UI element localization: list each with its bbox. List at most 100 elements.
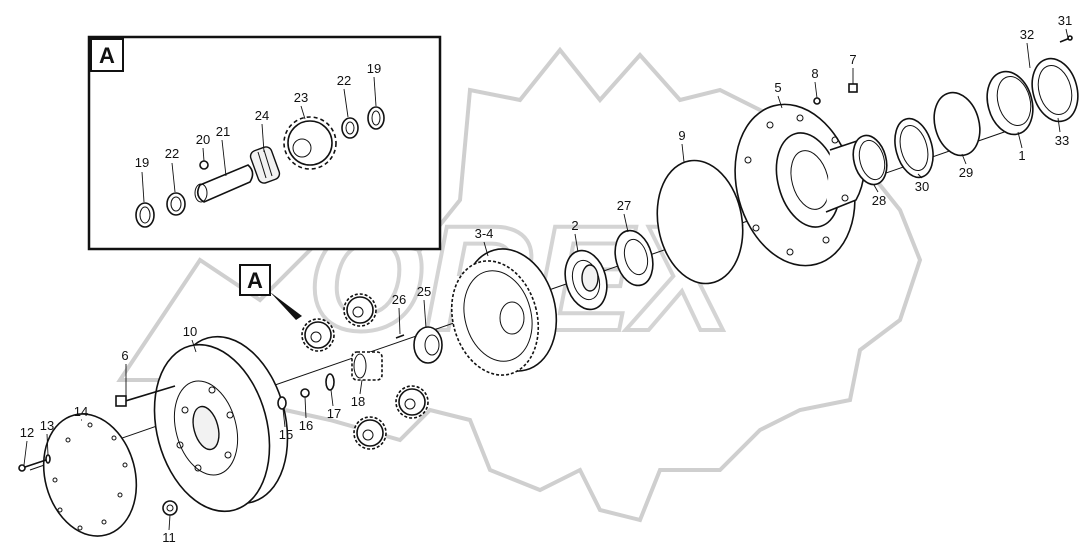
leader-15 [282,408,286,428]
retaining-ring-19-right-inner [371,110,381,126]
callout-a-label: A [247,268,263,293]
leader-3-4 [483,241,489,257]
leader-19-left [141,171,145,203]
callout-a: A [239,264,302,320]
label-19-right: 19 [367,61,381,76]
bolt-31-head [1067,35,1073,41]
plug-15 [277,396,287,410]
bearing-27 [614,229,654,287]
washer-8 [813,97,821,105]
leader-27 [623,213,629,233]
label-25: 25 [417,284,431,299]
leader-31 [1065,28,1069,39]
label-18: 18 [351,394,365,409]
washer-22-right-inner [345,121,355,135]
gasket-29 [933,91,981,157]
leader-33 [1057,117,1061,133]
leader-10 [191,339,197,353]
planet-pin-21 [196,164,254,203]
sun-gear-18 [351,351,383,381]
retaining-ring-19-right [367,106,385,130]
label-33: 33 [1055,133,1069,148]
label-26: 26 [392,292,406,307]
cover-33 [1031,57,1079,123]
retaining-ring-19-left-inner [139,206,151,224]
label-22-left: 22 [165,146,179,161]
leader-32 [1026,42,1031,69]
bolt-7 [848,83,858,93]
cover-plate-14-holes [52,422,128,531]
pin-26 [395,334,405,339]
bolt-6-head [115,395,127,407]
bolt-6 [121,385,176,403]
label-10: 10 [183,324,197,339]
retaining-ring-19-left [135,202,155,228]
bearing-25 [413,326,443,364]
leader-18 [359,379,363,395]
nut-11 [162,500,178,516]
seal-30 [894,117,934,179]
ring-gear-3-4 [450,248,558,376]
label-20: 20 [196,132,210,147]
label-29: 29 [959,165,973,180]
snap-ring-17 [325,373,335,391]
planet-pin-21-end [194,183,208,203]
bolt-12 [21,459,47,469]
bearing-25-inner [424,334,440,356]
washer-13 [45,454,51,464]
o-ring-9 [656,159,744,285]
planet-carrier-10 [153,335,289,513]
label-16: 16 [299,418,313,433]
label-12: 12 [20,425,34,440]
planet-gears [301,293,429,450]
leader-25 [423,299,427,329]
leader-11 [168,514,171,531]
label-3-4: 3-4 [475,226,494,241]
label-7: 7 [849,52,856,67]
label-8: 8 [811,66,818,81]
label-14: 14 [74,404,88,419]
label-32: 32 [1020,27,1034,42]
leader-5 [777,95,783,109]
leader-16 [304,396,307,419]
detail-frame-a: A 19 22 20 21 24 23 [87,35,442,251]
label-28: 28 [872,193,886,208]
leader-13 [46,433,49,456]
label-31: 31 [1058,13,1072,28]
label-1: 1 [1018,148,1025,163]
ring-1 [986,70,1034,136]
leader-29 [961,153,967,165]
leader-28 [873,184,879,193]
detail-label: A [99,43,115,68]
leader-8 [814,81,818,99]
label-27: 27 [617,198,631,213]
needle-bearing-24-line [257,151,267,179]
ball-20 [199,160,209,170]
leader-24 [261,123,265,153]
callout-a-box [239,264,271,296]
washer-22-right [341,117,359,139]
leader-21 [221,139,227,177]
label-2: 2 [571,218,578,233]
label-22-right: 22 [337,73,351,88]
ball-16 [300,388,310,398]
sleeve-28 [852,134,888,186]
needle-bearing-24 [249,146,281,184]
leader-22-right [343,88,349,118]
leader-26 [398,307,401,335]
planet-gear-23-bore [292,138,312,158]
washer-22-left-inner [170,196,182,212]
label-21: 21 [216,124,230,139]
leader-1 [1017,131,1023,149]
bolt-12-head [18,464,26,472]
nut-11-bore [166,504,174,512]
leader-17 [330,389,334,407]
leader-9 [681,143,685,163]
leader-23 [300,105,306,120]
leader-12 [23,440,28,466]
needle-bearing-24-line-2 [263,149,273,177]
bearing-2 [564,249,608,311]
leader-22-left [171,162,176,193]
leader-20 [202,147,205,162]
